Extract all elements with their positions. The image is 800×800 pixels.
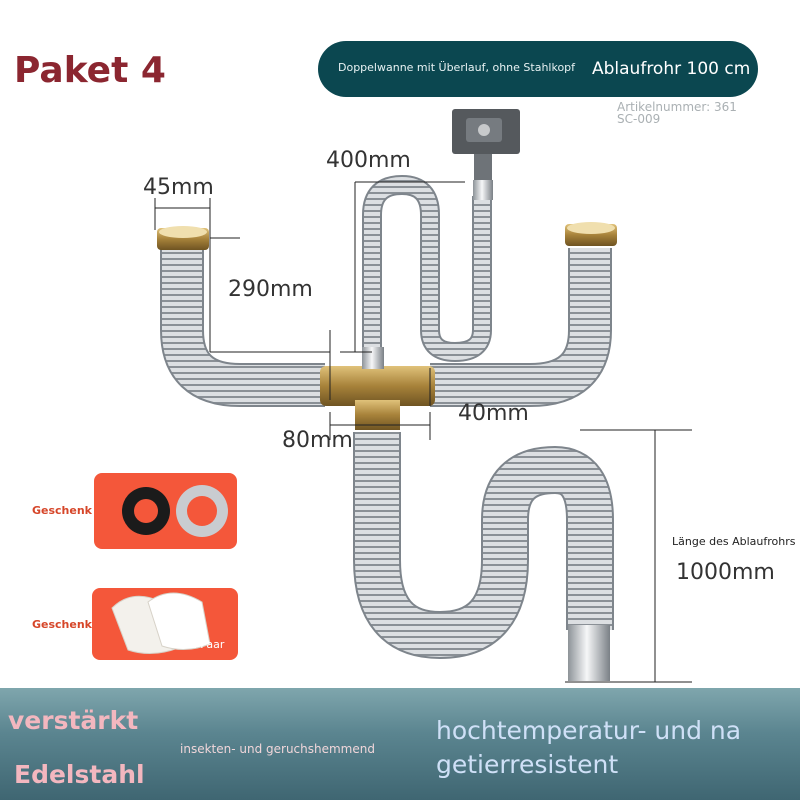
dimension-290mm: 290mm	[228, 277, 313, 302]
length-label: Länge des Ablaufrohrs	[672, 535, 796, 548]
feature-reinforced: verstärkt	[8, 706, 139, 735]
gift-label-2: Geschenk	[32, 618, 92, 631]
gift-gloves-image	[92, 588, 238, 660]
gift-label-1: Geschenk	[32, 504, 92, 517]
banner-main-text: Ablaufrohr 100 cm	[592, 59, 751, 79]
page-title: Paket 4	[14, 50, 166, 91]
brass-t-fitting	[320, 366, 435, 406]
product-banner: Doppelwanne mit Überlauf, ohne Stahlkopf…	[318, 41, 758, 97]
pair-label: ein Paar	[180, 638, 225, 651]
left-pipe	[162, 248, 325, 405]
drain-outlet-tube	[568, 625, 610, 681]
right-pipe	[430, 248, 610, 405]
banner-subtitle: Doppelwanne mit Überlauf, ohne Stahlkopf	[338, 61, 576, 74]
bottom-feature-strip	[0, 688, 800, 800]
drain-hose	[355, 432, 612, 658]
dimension-45mm: 45mm	[143, 175, 214, 200]
feature-insect-odor: insekten- und geruchshemmend	[180, 742, 375, 756]
feature-heat-resistant-line2: getierresistent	[436, 750, 619, 779]
feature-stainless-steel: Edelstahl	[14, 760, 145, 789]
dimension-400mm: 400mm	[326, 148, 411, 173]
dimension-40mm: 40mm	[458, 401, 529, 426]
dimension-80mm: 80mm	[282, 428, 353, 453]
dimension-lines	[154, 181, 692, 683]
overflow-hose	[364, 176, 490, 361]
article-number: Artikelnummer: 361 SC-009	[617, 100, 737, 126]
length-value: 1000mm	[676, 560, 775, 585]
feature-heat-resistant-line1: hochtemperatur- und na	[436, 716, 742, 745]
gift-seal-rings-image	[94, 473, 237, 549]
